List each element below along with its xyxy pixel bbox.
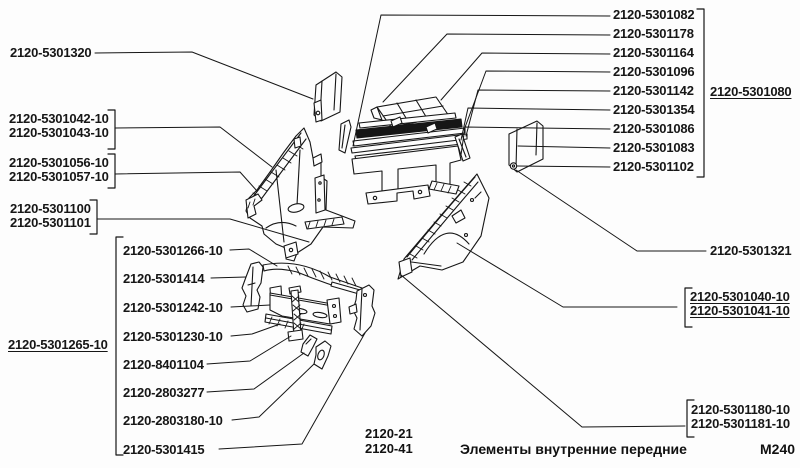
- part-label-5301082: 2120-5301082: [613, 7, 695, 22]
- part-label-5301083: 2120-5301083: [613, 140, 695, 155]
- leader-2803180: [231, 363, 315, 421]
- leader-5301056: [114, 171, 258, 192]
- leader-5301082: [352, 14, 611, 147]
- part-plate-5301320: [313, 71, 343, 123]
- part-label-5301100: 2120-5301100: [10, 201, 91, 216]
- bracket-group-100: [89, 199, 98, 235]
- leader-5301102: [516, 165, 611, 168]
- part-label-5301142: 2120-5301142: [613, 83, 694, 98]
- leader-5301096: [463, 70, 611, 131]
- part-label-5301242: 2120-5301242-10: [123, 300, 223, 315]
- leader-5301180: [400, 274, 686, 428]
- part-dash-assembly: [350, 96, 471, 205]
- model-code-line2: 2120-41: [365, 441, 413, 456]
- sheet-page-code: М240: [760, 441, 796, 457]
- bracket-assembly-265: [115, 236, 124, 456]
- part-label-5301102: 2120-5301102: [613, 159, 694, 174]
- leader-5301164: [440, 52, 611, 101]
- part-label-5301101: 2120-5301101: [10, 215, 91, 230]
- group-brackets: [89, 8, 705, 456]
- leader-5301266: [229, 248, 278, 267]
- bracket-group-56: [107, 153, 116, 189]
- part-label-5301056: 2120-5301056-10: [9, 155, 109, 170]
- assembly-label-5301265: 2120-5301265-10: [8, 337, 108, 352]
- leader-2803277: [206, 352, 305, 393]
- bracket-group-42: [107, 109, 116, 150]
- part-label-5301096: 2120-5301096: [613, 64, 695, 79]
- bracket-assembly-80: [696, 8, 705, 178]
- leader-lines: [94, 14, 707, 450]
- assembly-label-5301080: 2120-5301080: [710, 84, 792, 99]
- part-label-5301321: 2120-5301321: [710, 243, 792, 258]
- part-label-5301230: 2120-5301230-10: [123, 329, 223, 344]
- part-label-5301043: 2120-5301043-10: [9, 125, 109, 140]
- leader-5301415: [218, 332, 366, 450]
- part-side-strip: [338, 119, 352, 154]
- part-label-5301164: 2120-5301164: [613, 45, 694, 60]
- part-label-5301180: 2120-5301180-10: [691, 402, 790, 417]
- part-label-5301414: 2120-5301414: [123, 271, 205, 286]
- leader-5301321: [515, 169, 707, 252]
- part-label-5301320: 2120-5301320: [10, 45, 92, 60]
- leader-5301414: [210, 276, 247, 279]
- leader-5301242: [230, 304, 271, 308]
- leader-5301042: [114, 126, 273, 168]
- leader-5301354: [460, 107, 611, 141]
- leader-5301320: [94, 51, 314, 100]
- part-label-2803277: 2120-2803277: [123, 385, 205, 400]
- leader-5301086: [460, 126, 611, 156]
- leader-5301040: [456, 242, 678, 308]
- model-code-line1: 2120-21: [365, 426, 413, 441]
- part-label-2803180: 2120-2803180-10: [123, 413, 223, 428]
- part-label-5301415: 2120-5301415: [123, 442, 205, 457]
- part-label-5301178: 2120-5301178: [613, 26, 694, 41]
- bracket-group-180: [686, 399, 695, 438]
- part-label-5301040: 2120-5301040-10: [690, 289, 790, 304]
- leader-8401104: [206, 335, 292, 365]
- part-right-wheelhouse: [397, 173, 490, 280]
- part-left-wheelhouse: [245, 127, 356, 262]
- part-label-5301354: 2120-5301354: [613, 102, 695, 117]
- leader-5301230: [230, 323, 281, 337]
- leader-5301178: [382, 33, 611, 103]
- part-label-5301057: 2120-5301057-10: [9, 169, 109, 184]
- part-label-5301266: 2120-5301266-10: [123, 243, 223, 258]
- part-label-5301041: 2120-5301041-10: [690, 303, 790, 318]
- part-label-5301181: 2120-5301181-10: [691, 416, 790, 431]
- bracket-group-40: [684, 287, 693, 328]
- leader-5301100: [96, 218, 310, 243]
- leader-5301142: [465, 89, 611, 137]
- leader-5301083: [517, 145, 611, 149]
- sheet-caption: Элементы внутренние передние: [460, 441, 687, 457]
- part-label-5301042: 2120-5301042-10: [9, 111, 109, 126]
- part-crossmember-assembly: [241, 261, 376, 370]
- part-label-5301086: 2120-5301086: [613, 121, 695, 136]
- part-label-8401104: 2120-8401104: [123, 357, 204, 372]
